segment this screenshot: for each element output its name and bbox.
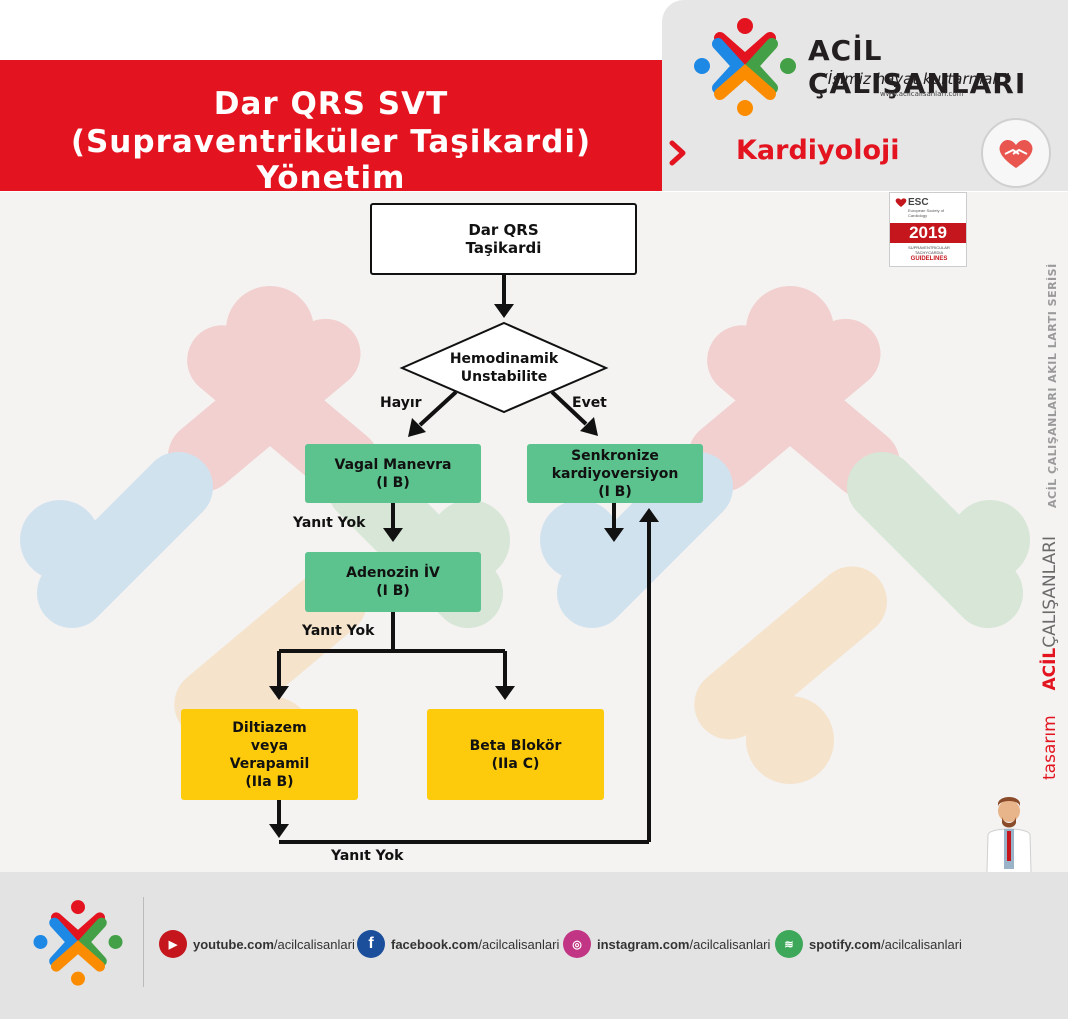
title-line-1: Dar QRS SVT <box>213 86 449 122</box>
title-banner: Dar QRS SVT (Supraventriküler Taşikardi)… <box>0 60 662 196</box>
title-line-2: (Supraventriküler Taşikardi) Yönetim <box>70 124 592 196</box>
badge-year: 2019 <box>890 223 966 243</box>
beta-blocker-label: Beta Blokör (IIa C) <box>469 737 562 772</box>
brand-url: www.acilcalisanlari.com <box>880 90 964 98</box>
no-response-label-2: Yanıt Yok <box>302 623 375 639</box>
adenosine-node: Adenozin İV (I B) <box>305 552 481 612</box>
spotify-domain: spotify.com <box>809 936 881 952</box>
decision-diamond <box>399 321 609 414</box>
chevron-right-icon <box>669 140 686 166</box>
spotify-link[interactable]: ≋ spotify.com/acilcalisanlari <box>775 930 962 958</box>
spotify-path: /acilcalisanlari <box>881 936 962 952</box>
vagal-maneuver-label: Vagal Manevra (I B) <box>334 456 452 491</box>
instagram-link[interactable]: ◎ instagram.com/acilcalisanlari <box>563 930 770 958</box>
decision-node: Hemodinamik Unstabilite <box>420 342 588 394</box>
diltiazem-verapamil-label: Diltiazem veya Verapamil (IIa B) <box>229 719 310 790</box>
instagram-path: /acilcalisanlari <box>689 936 771 952</box>
heart-circle <box>981 118 1051 188</box>
badge-org: ESC <box>908 197 929 208</box>
youtube-path: /acilcalisanlari <box>273 936 355 952</box>
diltiazem-verapamil-node: Diltiazem veya Verapamil (IIa B) <box>181 709 358 800</box>
cardioversion-label: Senkronize kardiyoversiyon (I B) <box>551 447 679 500</box>
badge-org-full: European Society of Cardiology <box>908 208 945 218</box>
spotify-icon: ≋ <box>775 930 803 958</box>
adenosine-label: Adenozin İV (I B) <box>346 565 440 599</box>
footer-logo-icon <box>33 900 123 986</box>
youtube-icon: ▶ <box>159 930 187 958</box>
edge-label-yes: Evet <box>572 395 607 411</box>
youtube-link[interactable]: ▶ youtube.com/acilcalisanlari <box>159 930 355 958</box>
badge-label: GUIDELINES <box>910 256 948 262</box>
start-node: Dar QRS Taşikardi <box>370 203 637 275</box>
brand-slogan: “İşimiz hayat kurtarmak” <box>820 70 1009 88</box>
facebook-domain: facebook.com <box>391 936 479 952</box>
brand-logo-icon <box>694 18 796 116</box>
footer-separator <box>143 897 144 987</box>
heart-hands-icon <box>999 139 1033 168</box>
start-node-label: Dar QRS Taşikardi <box>465 221 542 257</box>
vagal-maneuver-node: Vagal Manevra (I B) <box>305 444 481 503</box>
decision-node-label: Hemodinamik Unstabilite <box>449 351 559 385</box>
esc-heart-icon <box>895 198 907 207</box>
category-label: Kardiyoloji <box>736 135 900 166</box>
no-response-label-1: Yanıt Yok <box>293 515 366 531</box>
instagram-domain: instagram.com <box>597 936 690 952</box>
esc-guidelines-badge: ESC European Society of Cardiology 2019 … <box>889 192 967 267</box>
facebook-link[interactable]: f facebook.com/acilcalisanlari <box>357 930 559 958</box>
badge-topic: SUPRAVENTRICULAR TACHYCARDIA <box>908 245 950 255</box>
no-response-label-3: Yanıt Yok <box>331 848 404 864</box>
instagram-icon: ◎ <box>563 930 591 958</box>
facebook-icon: f <box>357 930 385 958</box>
brand-name: ACİL ÇALIŞANLARI <box>808 34 1027 100</box>
edge-label-no: Hayır <box>380 395 422 411</box>
beta-blocker-node: Beta Blokör (IIa C) <box>427 709 604 800</box>
facebook-path: /acilcalisanlari <box>478 936 560 952</box>
youtube-domain: youtube.com <box>193 936 274 952</box>
cardioversion-node: Senkronize kardiyoversiyon (I B) <box>527 444 703 503</box>
